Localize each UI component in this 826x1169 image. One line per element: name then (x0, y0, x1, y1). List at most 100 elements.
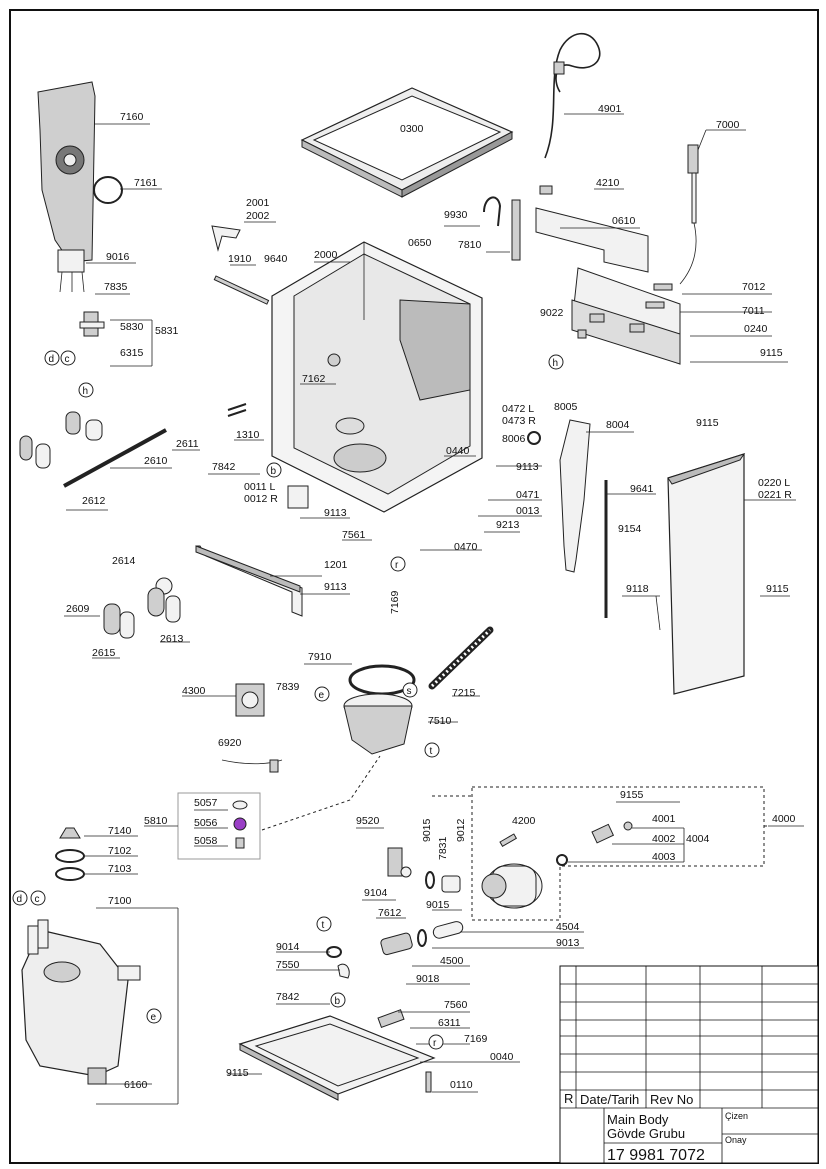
part-4003-ring (556, 854, 568, 866)
label-7000: 7000 (716, 119, 740, 131)
part-1310-spring (227, 403, 247, 417)
label-4200: 4200 (512, 815, 536, 827)
label-0011: 0011 L (244, 481, 275, 493)
label-7835: 7835 (104, 281, 128, 293)
svg-text:t: t (430, 746, 433, 757)
callout-d-upper: d (44, 350, 60, 366)
svg-text:c: c (65, 354, 70, 365)
callout-c-lower: c (30, 890, 46, 906)
part-2614-foot-set (103, 577, 181, 639)
label-5830: 5830 (120, 321, 144, 333)
label-7612: 7612 (378, 907, 402, 919)
title-block: R Date/Tarih Rev No Main Body Gövde Grub… (559, 965, 819, 1164)
label-0110: 0110 (450, 1079, 473, 1091)
svg-text:t: t (322, 920, 325, 931)
label-9104: 9104 (364, 887, 388, 899)
drawing-title-tr: Gövde Grubu (607, 1126, 685, 1141)
label-7810: 7810 (458, 239, 482, 251)
callout-e-upper: e (314, 686, 330, 702)
part-7140-cap (59, 827, 81, 839)
label-2609: 2609 (66, 603, 90, 615)
callout-b-lower: b (330, 992, 346, 1008)
label-7103: 7103 (108, 863, 132, 875)
part-7831-tube (441, 875, 461, 893)
svg-text:e: e (319, 690, 325, 701)
label-2613: 2613 (160, 633, 184, 645)
label-9014: 9014 (276, 941, 300, 953)
part-9930-hose-clamp (483, 196, 502, 227)
part-7550-elbow (337, 963, 350, 979)
group-5810-box (177, 792, 261, 860)
part-4001-oring (623, 821, 633, 831)
label-0221: 0221 R (758, 489, 792, 501)
part-0300-top-cover (300, 87, 514, 198)
label-7560: 7560 (444, 999, 468, 1011)
approved-label: Onay (725, 1135, 747, 1145)
callout-markers: d c h h b r e s t d c e t b r (12, 350, 564, 1050)
label-9018: 9018 (416, 973, 440, 985)
drawn-by-label: Çizen (725, 1111, 748, 1121)
label-0610: 0610 (612, 215, 636, 227)
part-7161-seal-ring (93, 176, 123, 204)
label-2001: 2001 (246, 197, 270, 209)
sheet-frame (9, 9, 819, 1164)
label-6160: 6160 (124, 1079, 148, 1091)
rev-marker: R (564, 1091, 573, 1106)
part-9013-clamp (417, 929, 427, 947)
part-0240-bracket (571, 267, 681, 365)
part-7100-softener (21, 919, 141, 1077)
label-4000: 4000 (772, 813, 796, 825)
label-2610: 2610 (144, 455, 168, 467)
label-0240: 0240 (744, 323, 768, 335)
svg-text:r: r (433, 1038, 437, 1049)
svg-text:d: d (49, 354, 55, 365)
part-2000-tub-body (271, 241, 483, 513)
group-4000-box (471, 786, 765, 921)
part-5058-plug (235, 837, 245, 849)
part-4901-power-cable (544, 32, 601, 159)
svg-text:s: s (407, 686, 412, 697)
label-2615: 2615 (92, 647, 116, 659)
label-7140: 7140 (108, 825, 132, 837)
rev-label: Rev No (650, 1092, 693, 1107)
label-6311: 6311 (438, 1017, 461, 1029)
part-8006-ring (527, 431, 541, 445)
label-0650: 0650 (408, 237, 432, 249)
part-4210-clip (539, 185, 553, 195)
part-4500-hose (432, 921, 464, 939)
svg-text:r: r (395, 560, 399, 571)
callout-r-upper: r (390, 556, 406, 572)
label-7100: 7100 (108, 895, 132, 907)
label-7550: 7550 (276, 959, 300, 971)
part-8004-spray-arm (559, 419, 591, 573)
date-label: Date/Tarih (580, 1092, 639, 1107)
part-0610-panel (535, 207, 649, 273)
label-5810: 5810 (144, 815, 168, 827)
label-7161: 7161 (134, 177, 158, 189)
callout-t-lower: t (316, 916, 332, 932)
part-5056-colored-cap (233, 817, 247, 831)
label-7160: 7160 (120, 111, 144, 123)
label-9641: 9641 (630, 483, 654, 495)
label-4300: 4300 (182, 685, 206, 697)
svg-text:h: h (83, 386, 89, 397)
label-9154: 9154 (618, 523, 642, 535)
part-0110-foot (425, 1071, 432, 1093)
part-7560-float-switch (377, 1009, 405, 1029)
label-9016: 9016 (106, 251, 130, 263)
svg-text:e: e (151, 1012, 157, 1023)
label-7839: 7839 (276, 681, 300, 693)
label-4004: 4004 (686, 833, 710, 845)
label-2002: 2002 (246, 210, 270, 222)
part-4002-sensor (591, 823, 615, 844)
label-9015-vertical: 9015 (421, 818, 433, 842)
callout-h-left: h (78, 382, 94, 398)
callout-e-lower: e (146, 1008, 162, 1024)
label-9015: 9015 (426, 899, 450, 911)
part-7102-ring (55, 849, 85, 863)
label-1910: 1910 (228, 253, 252, 265)
label-9930: 9930 (444, 209, 468, 221)
label-2612: 2612 (82, 495, 106, 507)
callout-d-lower: d (12, 890, 28, 906)
label-7102: 7102 (108, 845, 132, 857)
